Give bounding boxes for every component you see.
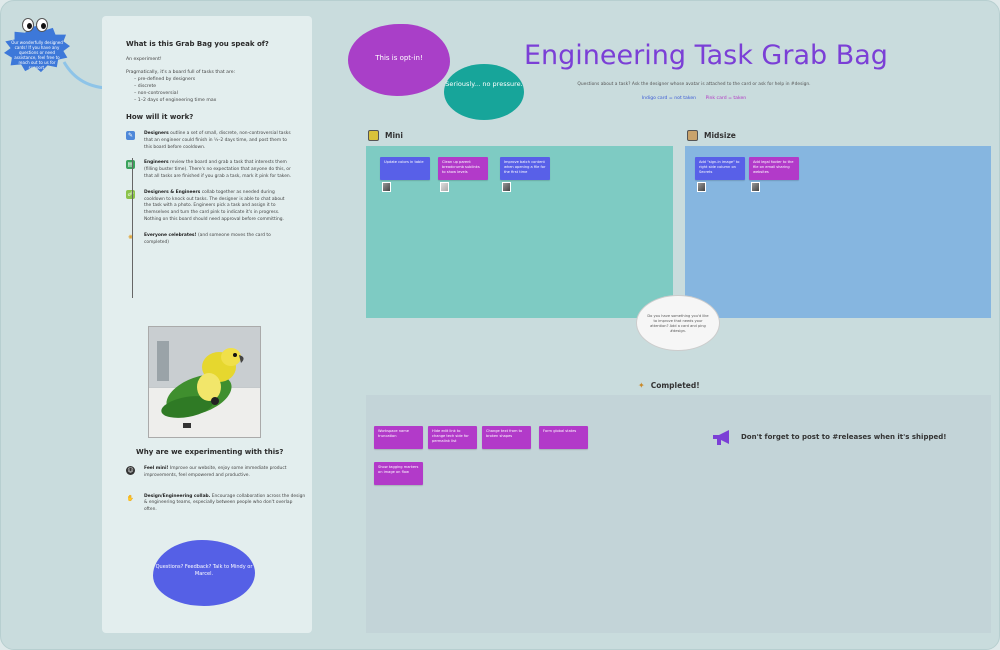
optin-text: This is opt-in! bbox=[375, 54, 423, 62]
card-text: Show tagging markers on image on flow bbox=[378, 465, 419, 474]
feedback-bubble: Questions? Feedback? Talk to Mindy or Ma… bbox=[153, 540, 255, 606]
step-bold: Designers & Engineers bbox=[144, 189, 201, 195]
list-item: discrete bbox=[134, 83, 292, 90]
legend-pink: Pink card = taken bbox=[705, 96, 747, 101]
card-text: Improve batch content when opening a fil… bbox=[504, 160, 546, 174]
what-heading: What is this Grab Bag you speak of? bbox=[126, 40, 269, 48]
what-list: pre-defined by designers discrete non-co… bbox=[126, 76, 292, 104]
step-bold: Everyone celebrates! bbox=[144, 232, 197, 238]
list-item: non-controversial bbox=[134, 90, 292, 97]
task-card[interactable]: Improve batch content when opening a fil… bbox=[500, 157, 550, 180]
card-legend: Indigo card = not taken Pink card = take… bbox=[524, 96, 864, 101]
why-text: Improve our website, enjoy some immediat… bbox=[144, 466, 287, 478]
task-card[interactable]: Add legal footer to the file on email sh… bbox=[749, 157, 799, 180]
mini-header: Mini bbox=[368, 130, 403, 141]
smile-icon: ☺ bbox=[126, 466, 135, 475]
step-bold: Designers bbox=[144, 131, 169, 136]
avatar bbox=[502, 182, 511, 192]
eye-icon bbox=[36, 18, 48, 32]
list-item: 1–2 days of engineering time max bbox=[134, 97, 292, 104]
mini-zone: Update colors in table Clean up parent b… bbox=[366, 146, 673, 318]
step-collab: ☍ Designers & Engineers collab together … bbox=[126, 189, 292, 224]
mini-icon bbox=[368, 130, 379, 141]
cloud-text: Do you have something you'd like to impr… bbox=[647, 314, 709, 333]
step-text: review the board and grab a task that in… bbox=[144, 160, 292, 179]
board-icon: ▤ bbox=[126, 160, 135, 170]
avatar bbox=[440, 182, 449, 192]
what-intro: An experiment! bbox=[126, 57, 162, 62]
why-bold: Design/Engineering collab. bbox=[144, 493, 211, 499]
no-pressure-text: Seriously... no pressure. bbox=[445, 80, 523, 88]
why-mini: ☺ Feel mini! Improve our website, enjoy … bbox=[126, 466, 306, 480]
step-engineers: ▤ Engineers review the board and grab a … bbox=[126, 160, 292, 180]
step-celebrate: ✺ Everyone celebrates! (and someone move… bbox=[126, 233, 292, 247]
step-bold: Engineers bbox=[144, 160, 169, 166]
mini-label: Mini bbox=[385, 131, 403, 140]
googly-eyes bbox=[22, 18, 48, 32]
pen-icon: ✎ bbox=[126, 131, 135, 140]
task-card[interactable]: Clean up parent breadcrumb sublinks to s… bbox=[438, 157, 488, 180]
avatar bbox=[382, 182, 391, 192]
card-text: Hide edit link to change tech side for p… bbox=[432, 429, 469, 443]
parrot-illustration bbox=[149, 327, 260, 437]
midsize-zone: Add "sign-in image" to right side column… bbox=[685, 146, 991, 318]
midsize-icon bbox=[687, 130, 698, 141]
why-section: Why are we experimenting with this? ☺ Fe… bbox=[126, 448, 306, 523]
eye-icon bbox=[22, 18, 34, 32]
task-card[interactable]: Add "sign-in image" to right side column… bbox=[695, 157, 745, 180]
suggestion-cloud: Do you have something you'd like to impr… bbox=[637, 296, 719, 350]
optin-bubble: This is opt-in! bbox=[348, 24, 450, 96]
completed-header: ✦ Completed! bbox=[638, 381, 700, 390]
megaphone-icon bbox=[713, 430, 729, 445]
task-card[interactable]: Form global states bbox=[539, 426, 588, 449]
task-card[interactable]: Show tagging markers on image on flow bbox=[374, 462, 423, 485]
what-description: Pragmatically, it's a board full of task… bbox=[126, 70, 236, 75]
parrot-image bbox=[148, 326, 261, 438]
why-collab: ✋ Design/Engineering collab. Encourage c… bbox=[126, 494, 306, 514]
avatar bbox=[697, 182, 706, 192]
info-panel: What is this Grab Bag you speak of? An e… bbox=[102, 16, 312, 633]
task-card[interactable]: Hide edit link to change tech side for p… bbox=[428, 426, 477, 449]
task-card[interactable]: Update colors in table bbox=[380, 157, 430, 180]
why-bold: Feel mini! bbox=[144, 466, 169, 471]
step-designers: ✎ Designers outline a set of small, disc… bbox=[126, 131, 292, 151]
card-text: Update colors in table bbox=[384, 160, 424, 164]
midsize-label: Midsize bbox=[704, 131, 736, 140]
card-text: Add "sign-in image" to right side column… bbox=[699, 160, 740, 174]
legend-blue: Indigo card = not taken bbox=[641, 96, 697, 101]
task-card[interactable]: Change text from to broken shapes bbox=[482, 426, 531, 449]
why-text: Encourage collaboration across the desig… bbox=[144, 493, 306, 513]
step-text: collab together as needed during cooldow… bbox=[144, 189, 285, 222]
badge-text: Our wonderfully designed cards! If you h… bbox=[11, 40, 63, 70]
card-text: Change text from to broken shapes bbox=[486, 429, 523, 438]
card-text: Add legal footer to the file on email sh… bbox=[753, 160, 794, 174]
list-item: pre-defined by designers bbox=[134, 76, 292, 83]
party-popper-icon: ✦ bbox=[638, 381, 645, 390]
release-reminder: Don't forget to post to #releases when i… bbox=[711, 428, 946, 446]
how-heading: How will it work? bbox=[126, 113, 194, 121]
card-text: Workspace name truncation bbox=[378, 429, 409, 438]
feedback-text: Questions? Feedback? Talk to Mindy or Ma… bbox=[155, 564, 253, 577]
no-pressure-bubble: Seriously... no pressure. bbox=[444, 64, 524, 120]
reminder-text: Don't forget to post to #releases when i… bbox=[741, 433, 947, 441]
card-text: Clean up parent breadcrumb sublinks to s… bbox=[442, 160, 480, 174]
party-icon: ✺ bbox=[127, 233, 134, 241]
collab-icon: ☍ bbox=[126, 189, 135, 199]
card-text: Form global states bbox=[543, 429, 577, 433]
avatar bbox=[751, 182, 760, 192]
why-heading: Why are we experimenting with this? bbox=[136, 448, 284, 456]
handshake-icon: ✋ bbox=[126, 494, 135, 502]
timeline-line bbox=[132, 158, 133, 298]
completed-label: Completed! bbox=[650, 381, 700, 390]
task-card[interactable]: Workspace name truncation bbox=[374, 426, 423, 449]
completed-zone: Workspace name truncation Hide edit link… bbox=[366, 395, 991, 633]
step-text: (and someone moves the card to completed… bbox=[144, 232, 271, 245]
step-text: outline a set of small, discrete, non-co… bbox=[144, 131, 291, 150]
page-title: Engineering Task Grab Bag bbox=[524, 40, 888, 71]
midsize-header: Midsize bbox=[687, 130, 736, 141]
page-subtitle: Questions about a task? Ask the designer… bbox=[577, 82, 811, 87]
